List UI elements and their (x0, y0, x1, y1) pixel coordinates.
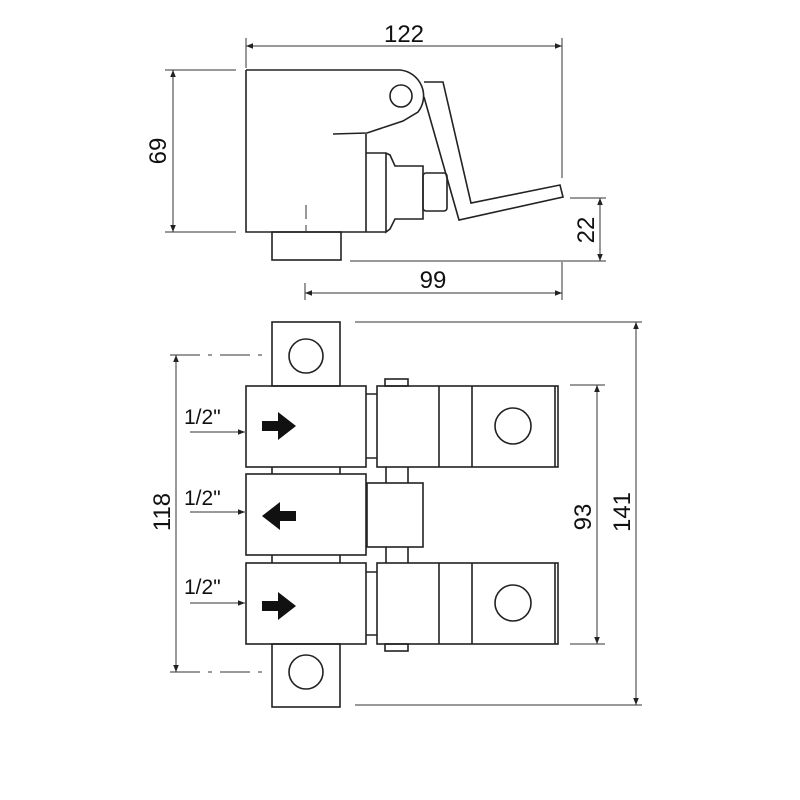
valve-body-side (245, 69, 425, 233)
dim-118: 118 (149, 493, 176, 531)
arrow-right-icon (262, 412, 296, 440)
handle-assembly-top (366, 378, 559, 468)
nut (366, 152, 424, 234)
mount-tab-top (271, 321, 341, 387)
dim-69: 69 (145, 138, 172, 165)
mount-tab-bottom (271, 643, 341, 708)
dim-122: 122 (384, 21, 424, 48)
arrow-left-icon (262, 502, 296, 530)
port-block-3 (245, 562, 367, 645)
port-block-1 (245, 385, 367, 468)
arrow-right-icon (262, 592, 296, 620)
port-label-2: 1/2" (184, 487, 221, 510)
stem (422, 172, 448, 212)
port-label-3: 1/2" (184, 576, 221, 599)
front-view: 1/2" 1/2" 1/2" 118 93 141 (149, 321, 642, 708)
dim-22: 22 (573, 217, 600, 244)
dim-99: 99 (420, 267, 447, 294)
dim-93: 93 (570, 504, 597, 531)
center-spindle (366, 467, 424, 563)
dim-141: 141 (609, 492, 636, 532)
lever-handle (423, 81, 564, 221)
top-view: 122 69 22 99 (145, 21, 606, 300)
port-block-2 (245, 473, 367, 556)
handle-assembly-bottom (366, 562, 559, 652)
outlet-spigot (271, 231, 342, 261)
port-label-1: 1/2" (184, 406, 221, 429)
pivot-hole (389, 84, 413, 108)
